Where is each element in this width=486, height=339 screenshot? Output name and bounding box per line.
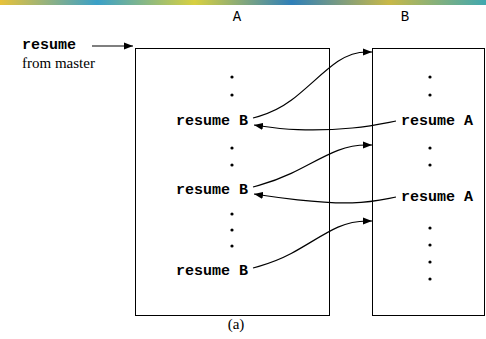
resume-statement: resume A	[401, 113, 473, 131]
coroutine-name: A	[233, 8, 241, 26]
control-transfer-arrow	[253, 221, 372, 268]
control-transfer-arrow	[253, 52, 372, 118]
control-transfer-arrow	[253, 145, 372, 187]
resume-statement: resume B	[176, 263, 248, 281]
resume-keyword: resume	[22, 37, 76, 55]
figure-caption: (a)	[228, 315, 245, 333]
coroutine-box: Bresume Aresume A	[372, 48, 485, 316]
resume-statement: resume A	[401, 189, 473, 207]
color-strip	[0, 0, 486, 5]
coroutine-name: B	[401, 8, 409, 26]
source-note: from master	[22, 54, 95, 72]
coroutine-box: Aresume Bresume Bresume B	[135, 48, 330, 316]
resume-statement: resume B	[176, 182, 248, 200]
resume-statement: resume B	[176, 113, 248, 131]
control-transfer-arrow	[254, 194, 396, 203]
control-transfer-arrow	[254, 121, 396, 130]
ellipsis-dots	[230, 75, 431, 280]
entry-arrow	[92, 45, 133, 46]
